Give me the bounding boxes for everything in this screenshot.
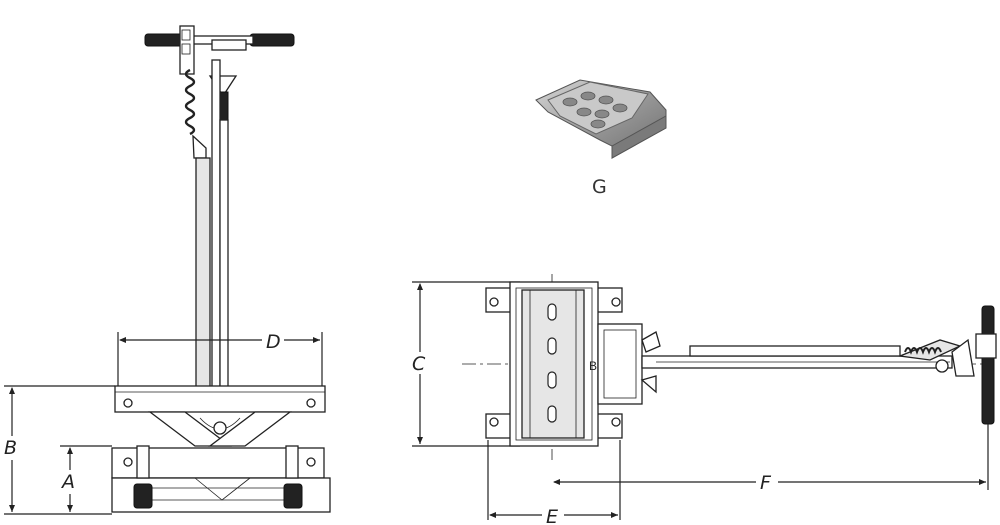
corner-brackets [485,287,623,439]
dimension-label-f: F [760,472,772,494]
scissor-mechanism [148,411,292,447]
wheel-right [283,445,303,509]
wheel-left [133,445,153,509]
handle-top-view [981,305,995,425]
dimension-label-a: A [60,471,75,493]
dimension-label-c: C [412,353,426,375]
platform-slots [547,303,557,423]
gearbox [597,323,643,405]
dimension-label-e: E [546,506,558,525]
spring-coil [184,68,196,136]
dimension-label-d: D [266,331,281,353]
platform-mark: B [589,359,597,373]
handle-grip-left [144,33,186,47]
handle-grip-right [249,33,295,47]
accessory-label-g: G [592,176,607,198]
top-plate [114,385,326,413]
top-view: C B [409,274,997,525]
dimension-label-b: B [4,437,17,459]
side-view: D B [2,25,331,515]
accessory-plate-g: G [535,79,667,198]
